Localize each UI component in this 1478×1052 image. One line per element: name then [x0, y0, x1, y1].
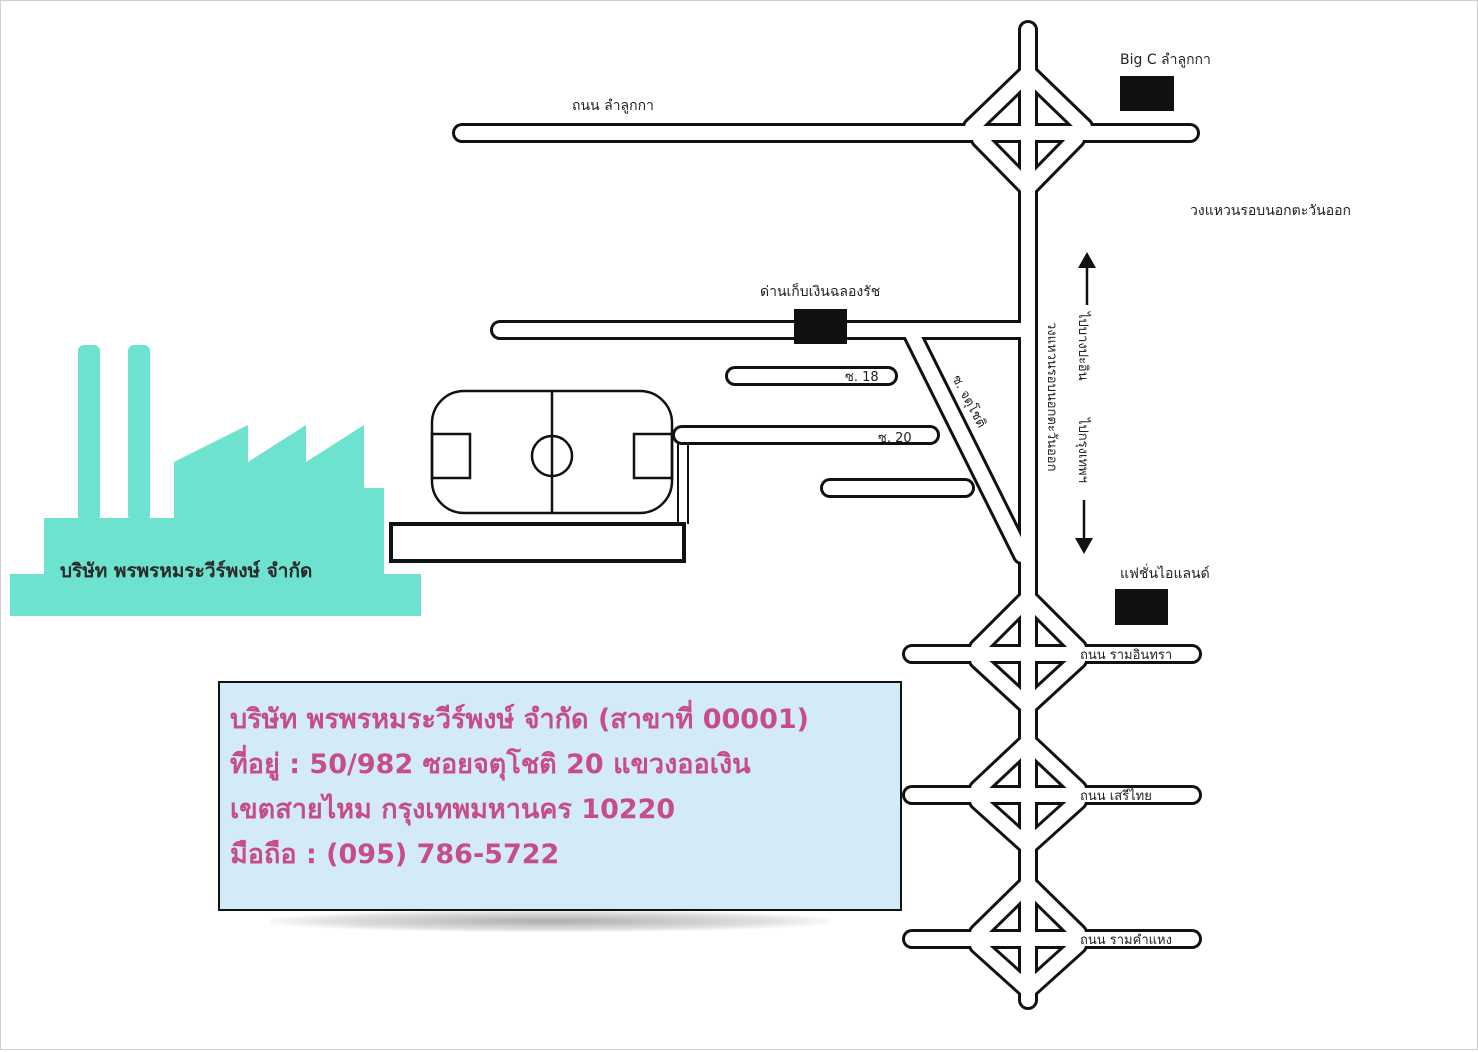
- label-road-seri-thai: ถนน เสรีไทย: [1080, 788, 1152, 804]
- label-road-ram-inthra: ถนน รามอินทรา: [1080, 648, 1172, 663]
- factory-company-label: บริษัท พรพรหมระวีร์พงษ์ จำกัด: [60, 560, 312, 582]
- label-road-ramkhamhaeng: ถนน รามคำแหง: [1080, 933, 1172, 948]
- label-toll-plaza: ด่านเก็บเงินฉลองรัช: [760, 282, 880, 300]
- label-ring-road-vertical: วงแหวนรอบนอกตะวันออก: [1044, 322, 1059, 472]
- fashion-island-marker: [1115, 589, 1168, 625]
- company-location-marker: [389, 522, 686, 563]
- access-lane: [677, 444, 689, 524]
- label-big-c: Big C ลำลูกกา: [1120, 52, 1211, 68]
- label-fashion-island: แฟชั่นไอแลนด์: [1120, 564, 1210, 582]
- company-info-box: บริษัท พรพรหมระวีร์พงษ์ จำกัด (สาขาที่ 0…: [218, 681, 902, 911]
- label-to-bang-pa-in: ไปบางปะอิน: [1075, 311, 1091, 381]
- toll-plaza-marker: [794, 309, 847, 344]
- label-to-bangkok: ไปกรุงเทพฯ: [1075, 417, 1091, 483]
- big-c-marker: [1120, 76, 1174, 111]
- direction-arrows: [1075, 252, 1096, 554]
- info-box-shadow: [270, 910, 830, 932]
- address-line-1: ที่อยู่ : 50/982 ซอยจตุโชติ 20 แขวงออเงิ…: [230, 749, 751, 780]
- label-road-lamlukka: ถนน ลำลูกกา: [572, 98, 654, 114]
- label-soi-18: ซ. 18: [845, 370, 879, 385]
- label-ring-road-east: วงแหวนรอบนอกตะวันออก: [1190, 203, 1351, 219]
- road-network: [452, 20, 1202, 1010]
- factory-graphic: [10, 345, 421, 616]
- company-name-line: บริษัท พรพรหมระวีร์พงษ์ จำกัด (สาขาที่ 0…: [230, 704, 810, 735]
- label-soi-20: ซ. 20: [878, 431, 912, 446]
- football-field: [430, 389, 674, 515]
- address-line-2: เขตสายไหม กรุงเทพมหานคร 10220: [230, 794, 676, 825]
- phone-line: มือถือ : (095) 786-5722: [230, 839, 560, 870]
